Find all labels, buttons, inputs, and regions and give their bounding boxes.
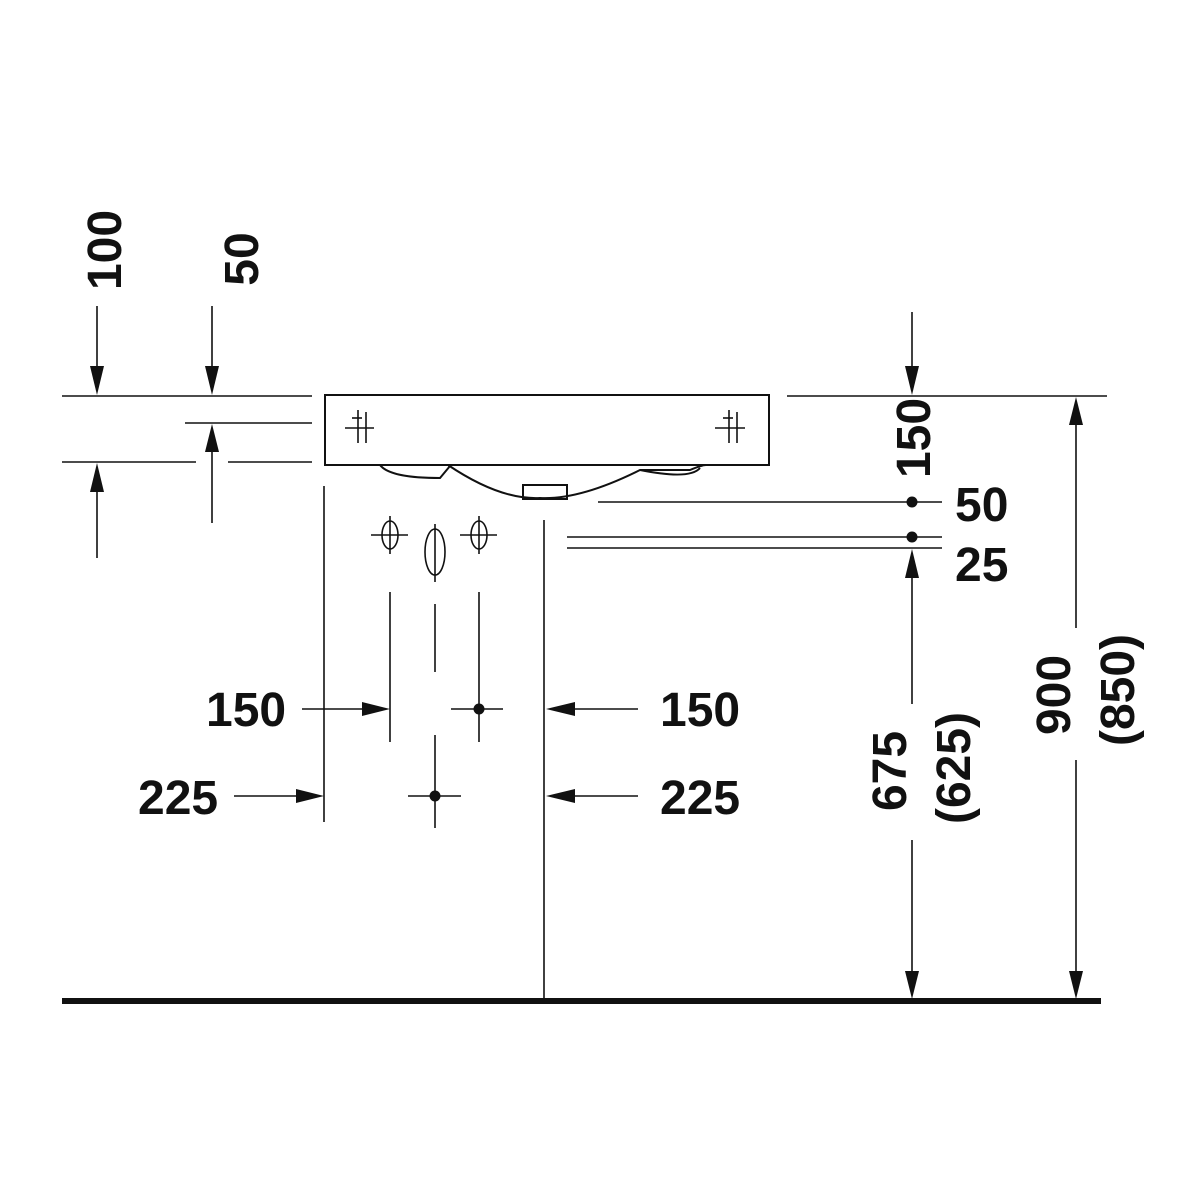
dim-900-arrows: [1069, 397, 1083, 999]
basin-outline: [324, 394, 770, 500]
label-50-top: 50: [216, 232, 269, 285]
label-100: 100: [79, 210, 132, 290]
tap-hole-marker-left: [345, 410, 374, 443]
extension-lines: [62, 395, 1107, 998]
tap-hole-marker-right: [715, 410, 745, 443]
label-675: 675: [864, 731, 917, 811]
dim-150-top-arrow: [905, 312, 919, 395]
dim-left-150-arrow: [302, 702, 390, 716]
label-625: (625): [928, 712, 981, 824]
wall-fixture-holes: [371, 516, 503, 828]
label-25-right: 25: [955, 539, 1008, 592]
dim-point-25: [906, 531, 918, 543]
label-225-left: 225: [138, 772, 218, 825]
label-850: (850): [1092, 634, 1145, 746]
dim-right-150-arrow: [546, 702, 638, 716]
label-50-right: 50: [955, 479, 1008, 532]
dim-right-225-arrow: [546, 789, 638, 803]
label-150-left: 150: [206, 684, 286, 737]
label-150-right: 150: [660, 684, 740, 737]
dim-point-50: [906, 496, 918, 508]
label-150-thickness: 150: [888, 398, 941, 478]
label-225-right: 225: [660, 772, 740, 825]
label-900: 900: [1028, 655, 1081, 735]
dim-left-225-arrow: [234, 789, 324, 803]
dim-675-arrows: [905, 549, 919, 999]
dim-100-arrows: [90, 306, 104, 558]
dim-50-arrows: [205, 306, 219, 523]
